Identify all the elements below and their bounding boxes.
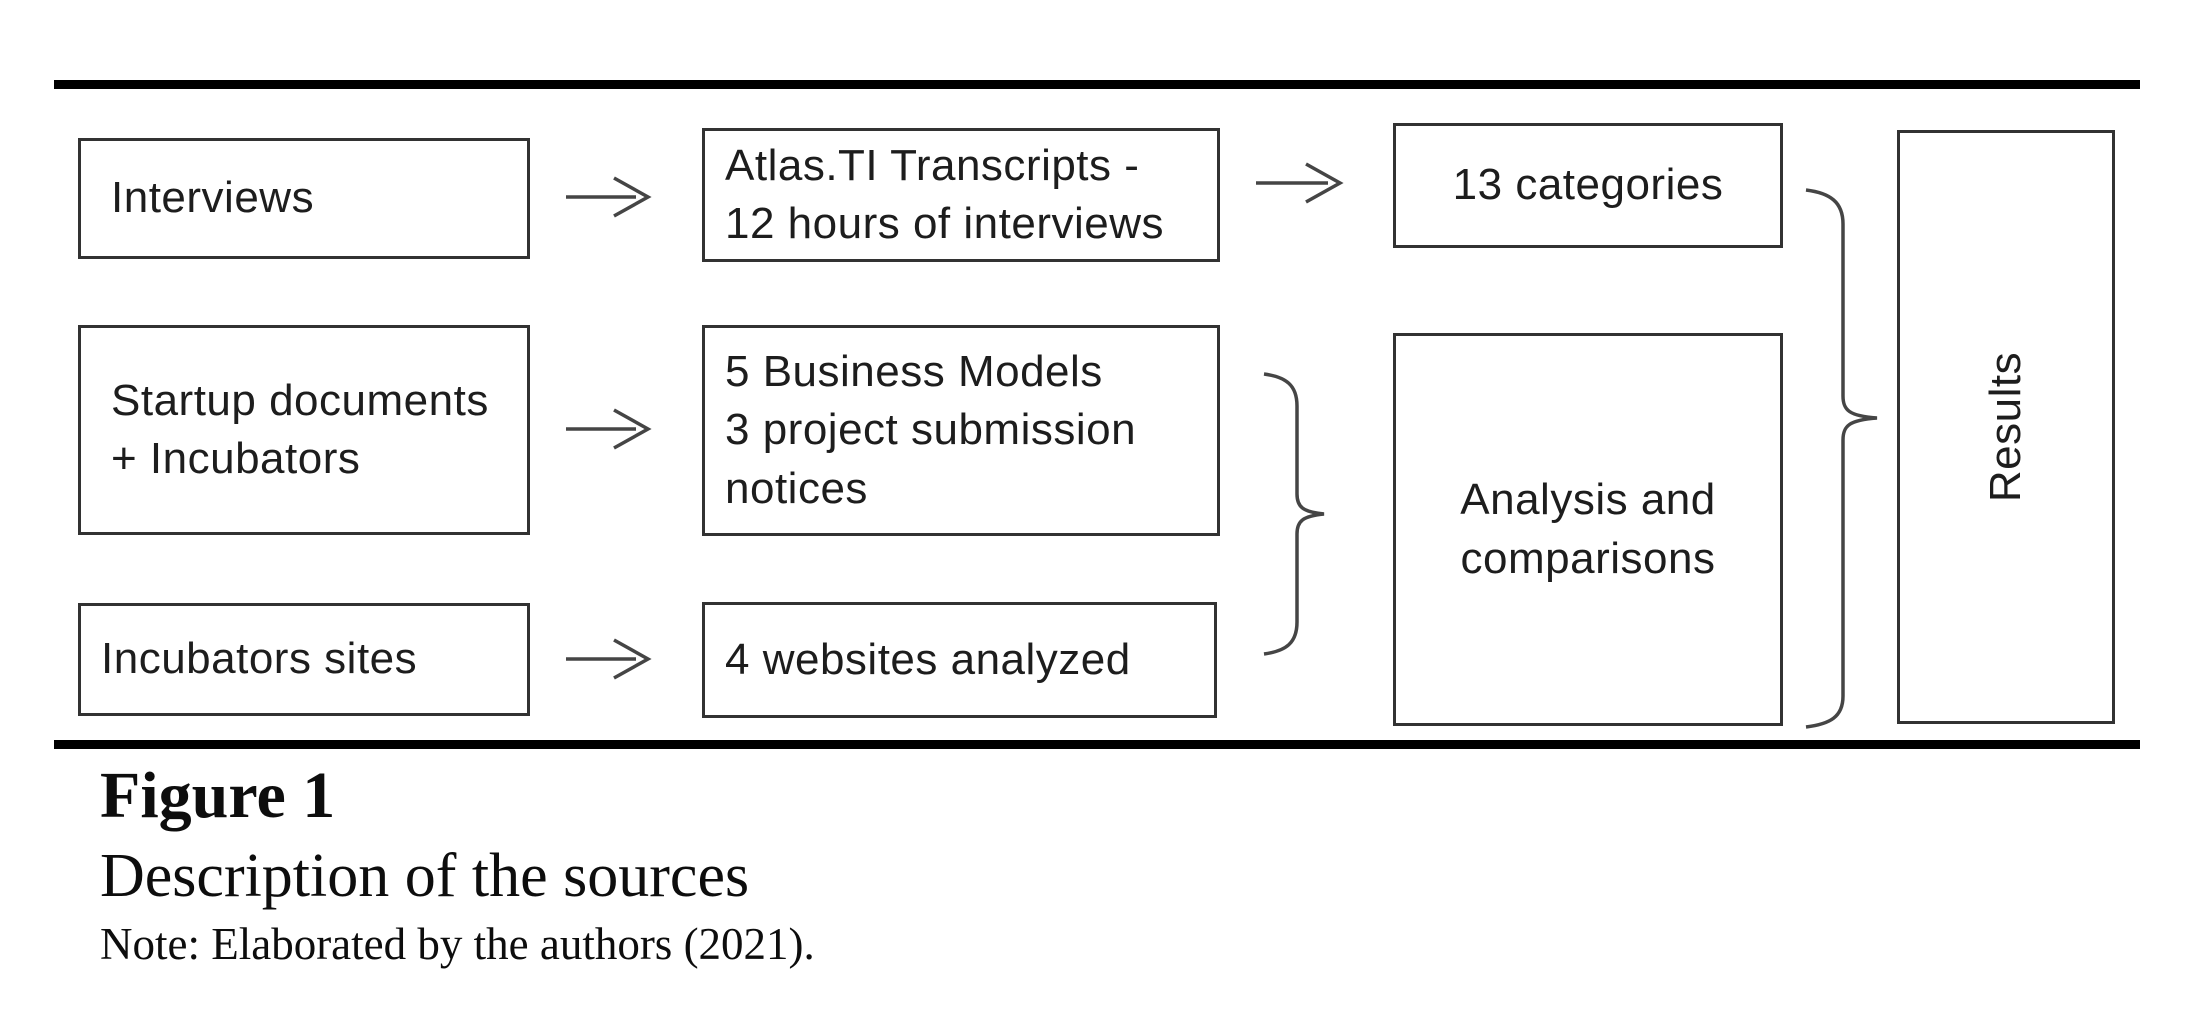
box-startup-line1: Startup documents (111, 375, 489, 425)
box-atlas-transcripts: Atlas.TI Transcripts - 12 hours of inter… (702, 128, 1220, 262)
box-business-line3: notices (725, 463, 868, 513)
figure-note: Note: Elaborated by the authors (2021). (100, 919, 815, 969)
box-results: Results (1897, 130, 2115, 724)
box-atlas-line1: Atlas.TI Transcripts - (725, 140, 1140, 190)
arrow-right-icon (566, 638, 652, 680)
box-analysis-comparisons: Analysis and comparisons (1393, 333, 1783, 726)
box-analysis-line2: comparisons (1460, 533, 1716, 583)
arrow-right-icon (566, 408, 652, 450)
box-incubators-sites-label: Incubators sites (101, 634, 418, 684)
box-interviews: Interviews (78, 138, 530, 259)
curly-brace-left-group-icon (1263, 372, 1325, 656)
box-analysis-line1: Analysis and (1460, 475, 1716, 525)
box-incubators-sites: Incubators sites (78, 603, 530, 716)
box-business-line1: 5 Business Models (725, 347, 1103, 397)
box-atlas-line2: 12 hours of interviews (725, 199, 1164, 248)
box-business-models: 5 Business Models 3 project submission n… (702, 325, 1220, 536)
figure-title: Description of the sources (100, 842, 750, 910)
box-startup-documents: Startup documents + Incubators (78, 325, 530, 535)
box-categories-label: 13 categories (1452, 160, 1724, 210)
top-rule (54, 80, 2140, 89)
bottom-rule (54, 740, 2140, 749)
box-websites-analyzed: 4 websites analyzed (702, 602, 1217, 718)
box-websites-label: 4 websites analyzed (725, 634, 1131, 684)
arrow-right-icon (566, 176, 652, 218)
box-startup-line2: + Incubators (111, 434, 361, 483)
box-business-line2: 3 project submission (725, 405, 1137, 455)
box-categories: 13 categories (1393, 123, 1783, 248)
box-results-label: Results (1980, 351, 2030, 503)
box-interviews-label: Interviews (111, 173, 315, 223)
figure-label: Figure 1 (100, 759, 336, 832)
curly-brace-right-group-icon (1805, 188, 1878, 729)
arrow-right-icon (1256, 162, 1344, 204)
